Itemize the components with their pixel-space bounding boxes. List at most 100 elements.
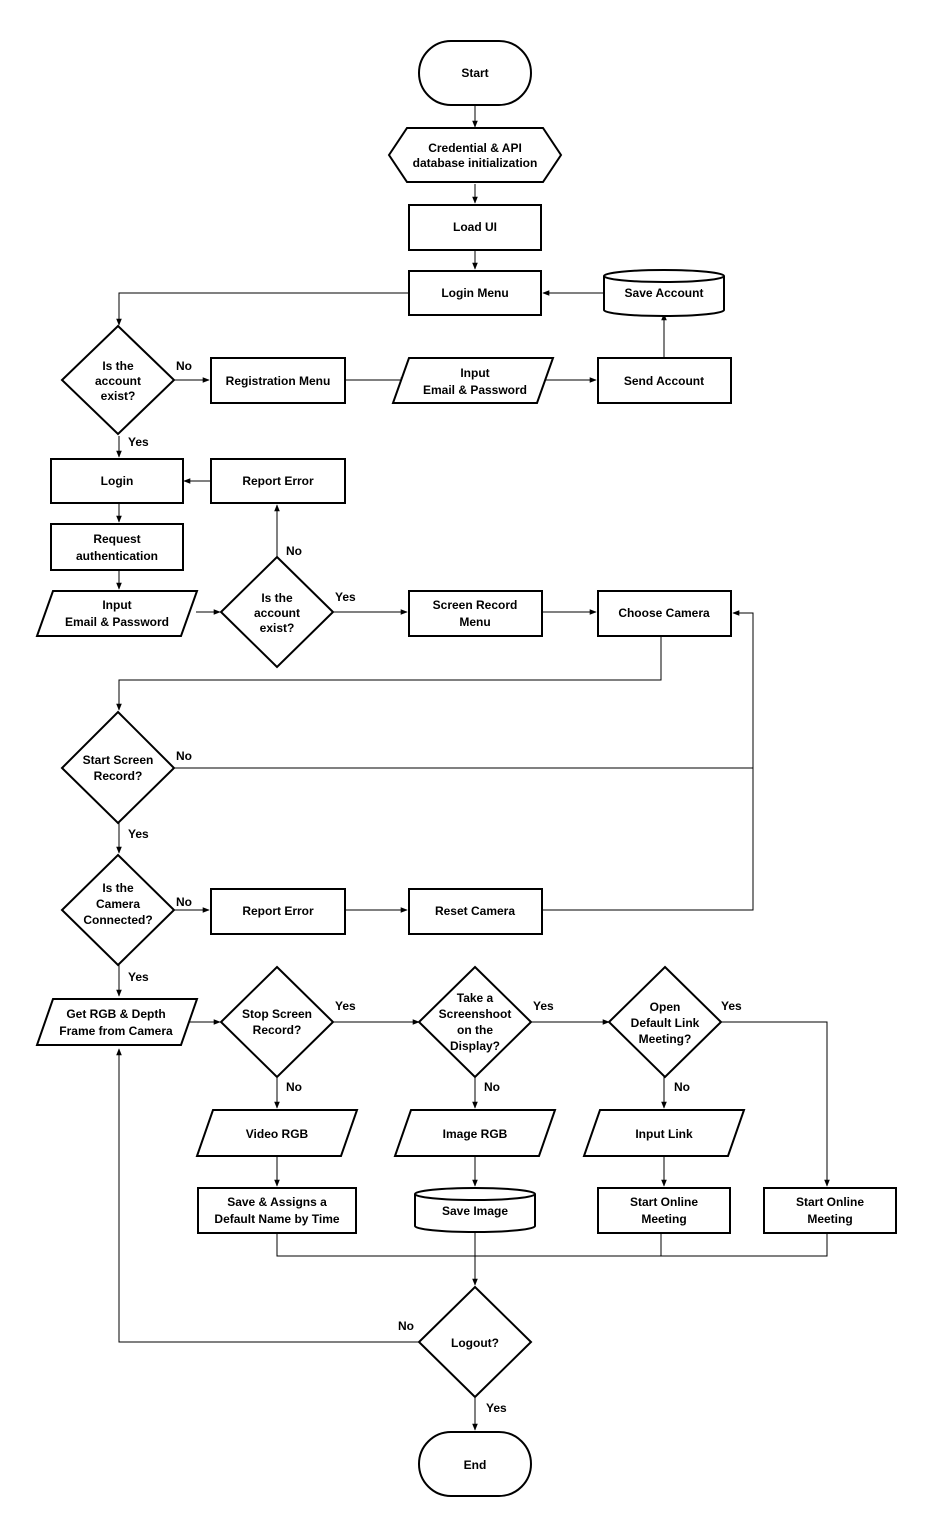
start-online-2-box: [763, 1187, 897, 1234]
camera-connected-label-line3: Connected?: [83, 913, 152, 927]
node-labels: Start Credential & API database initiali…: [59, 66, 864, 1472]
screen-record-menu-label-line2: Menu: [459, 615, 490, 629]
video-rgb-io: [195, 1109, 359, 1157]
start-record-label-line2: Record?: [94, 769, 143, 783]
init-label-line1: Credential & API: [428, 141, 522, 155]
save-account-label: Save Account: [625, 286, 704, 300]
request-auth-box: [50, 523, 184, 571]
edge-camera-start-record: [116, 636, 662, 711]
save-image-label: Save Image: [442, 1204, 508, 1218]
save-assign-label-line1: Save & Assigns a: [227, 1195, 327, 1209]
registration-menu-box: [210, 357, 346, 404]
open-link-decision: [607, 965, 723, 1079]
edge-logout-no: [116, 1048, 419, 1343]
exist-2-label-line3: exist?: [260, 621, 295, 635]
registration-menu-label: Registration Menu: [226, 374, 331, 388]
input-link-io: [582, 1109, 746, 1157]
input-email-1-label-line2: Email & Password: [423, 383, 527, 397]
screenshot-yes-label: Yes: [533, 999, 554, 1013]
get-frame-io: [35, 998, 199, 1046]
report-error-2-box: [210, 888, 346, 935]
edge-labels: No Yes No Yes No Yes No Yes Yes No Yes N…: [128, 359, 742, 1415]
screen-record-menu-label-line1: Screen Record: [433, 598, 518, 612]
camera-connected-label-line2: Camera: [96, 897, 140, 911]
start-record-no-label: No: [176, 749, 192, 763]
input-email-2-label-line1: Input: [102, 598, 131, 612]
start-online-2-label-line2: Meeting: [807, 1212, 852, 1226]
exist-2-yes-label: Yes: [335, 590, 356, 604]
edge-link-yes-online2: [721, 1021, 830, 1187]
save-image-db: [414, 1187, 536, 1233]
choose-camera-box: [597, 590, 732, 637]
report-error-1-box: [210, 458, 346, 504]
link-no-label: No: [674, 1080, 690, 1094]
input-email-2-io: [35, 590, 199, 637]
logout-decision: [417, 1285, 533, 1399]
screenshot-label-line1: Take a: [457, 991, 494, 1005]
stop-record-label-line2: Record?: [253, 1023, 302, 1037]
logout-label: Logout?: [451, 1336, 499, 1350]
login-label: Login: [101, 474, 134, 488]
open-link-label-line1: Open: [650, 1000, 681, 1014]
video-rgb-label: Video RGB: [246, 1127, 309, 1141]
image-rgb-io: [393, 1109, 557, 1157]
open-link-label-line2: Default Link: [631, 1016, 700, 1030]
screenshot-no-label: No: [484, 1080, 500, 1094]
edges: [116, 105, 830, 1431]
edge-reset-choose-camera: [543, 768, 754, 911]
end-terminal: [418, 1431, 532, 1497]
screenshot-label-line2: Screenshoot: [439, 1007, 512, 1021]
start-online-2-label-line1: Start Online: [796, 1195, 864, 1209]
input-email-2-label-line2: Email & Password: [65, 615, 169, 629]
exist-1-decision: [60, 324, 176, 436]
exist-2-no-label: No: [286, 544, 302, 558]
start-label: Start: [461, 66, 488, 80]
camera-no-label: No: [176, 895, 192, 909]
send-account-label: Send Account: [624, 374, 704, 388]
load-ui-box: [408, 204, 542, 251]
save-assign-label-line2: Default Name by Time: [214, 1212, 339, 1226]
nodes: [35, 40, 897, 1497]
start-record-yes-label: Yes: [128, 827, 149, 841]
report-error-2-label: Report Error: [242, 904, 314, 918]
request-auth-label-line1: Request: [93, 532, 140, 546]
stop-no-label: No: [286, 1080, 302, 1094]
screenshot-label-line4: Display?: [450, 1039, 500, 1053]
request-auth-label-line2: authentication: [76, 549, 158, 563]
get-frame-label-line2: Frame from Camera: [59, 1024, 173, 1038]
login-menu-box: [408, 270, 542, 316]
open-link-label-line3: Meeting?: [639, 1032, 692, 1046]
stop-record-label-line1: Stop Screen: [242, 1007, 312, 1021]
link-yes-label: Yes: [721, 999, 742, 1013]
login-box: [50, 458, 184, 504]
image-rgb-label: Image RGB: [443, 1127, 508, 1141]
start-online-1-label-line2: Meeting: [641, 1212, 686, 1226]
exist-1-yes-label: Yes: [128, 435, 149, 449]
camera-yes-label: Yes: [128, 970, 149, 984]
camera-connected-label-line1: Is the: [102, 881, 134, 895]
exist-1-no-label: No: [176, 359, 192, 373]
logout-no-label: No: [398, 1319, 414, 1333]
exist-2-label-line1: Is the: [261, 591, 293, 605]
stop-record-decision: [219, 965, 335, 1079]
input-link-label: Input Link: [635, 1127, 693, 1141]
start-terminal: [418, 40, 532, 106]
load-ui-label: Load UI: [453, 220, 497, 234]
exist-1-label-line3: exist?: [101, 389, 136, 403]
start-online-1-box: [597, 1187, 731, 1234]
exist-2-label-line2: account: [254, 606, 300, 620]
start-online-1-label-line1: Start Online: [630, 1195, 698, 1209]
camera-connected-decision: [60, 853, 176, 967]
exist-2-decision: [219, 555, 335, 669]
choose-camera-label: Choose Camera: [618, 606, 710, 620]
logout-yes-label: Yes: [486, 1401, 507, 1415]
reset-camera-label: Reset Camera: [435, 904, 515, 918]
screenshot-decision: [417, 965, 533, 1079]
end-label: End: [464, 1458, 487, 1472]
edge-start-record-no: [173, 610, 754, 769]
save-assign-box: [197, 1187, 357, 1234]
edge-merge-bus: [276, 1233, 828, 1257]
send-account-box: [597, 357, 732, 404]
get-frame-label-line1: Get RGB & Depth: [66, 1007, 165, 1021]
